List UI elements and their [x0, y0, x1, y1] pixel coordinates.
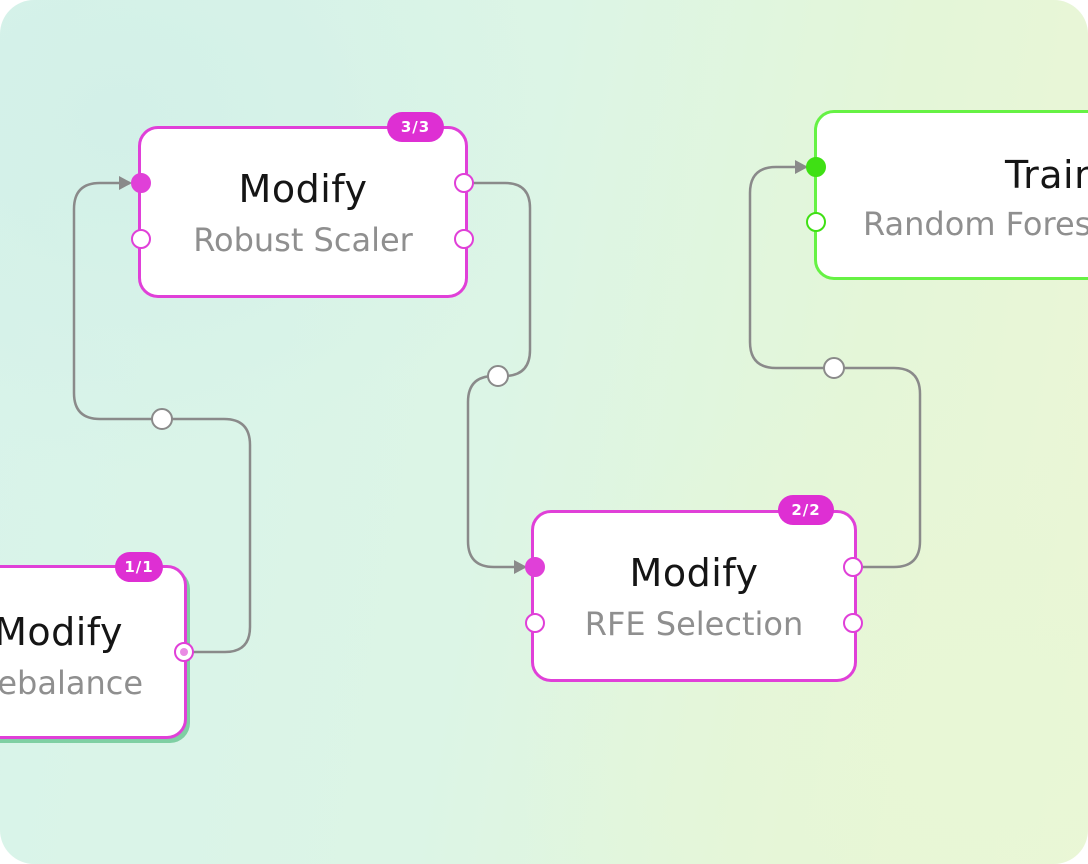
- edge-arrow-head: [514, 560, 527, 574]
- input-port[interactable]: [525, 613, 545, 633]
- output-port[interactable]: [454, 229, 474, 249]
- edge-handle[interactable]: [823, 357, 845, 379]
- node-title: Modify: [238, 167, 368, 211]
- output-port[interactable]: [174, 642, 194, 662]
- edge-arrow-head: [119, 176, 132, 190]
- node-count-badge: 1/1: [115, 552, 163, 582]
- node-title: Modify: [629, 551, 759, 595]
- input-port[interactable]: [525, 557, 545, 577]
- input-port[interactable]: [806, 157, 826, 177]
- node-title: Train: [1005, 153, 1088, 197]
- node-title: Modify: [0, 610, 123, 654]
- input-port[interactable]: [131, 229, 151, 249]
- node-count-badge: 3/3: [387, 112, 444, 142]
- input-port[interactable]: [131, 173, 151, 193]
- edge-arrow-head: [795, 160, 808, 174]
- edge-handle[interactable]: [151, 408, 173, 430]
- output-port[interactable]: [843, 613, 863, 633]
- node-rfe-selection[interactable]: Modify RFE Selection: [531, 510, 857, 682]
- edge-handle[interactable]: [487, 365, 509, 387]
- node-subtitle: RFE Selection: [584, 605, 804, 643]
- node-subtitle: Robust Scaler: [193, 221, 413, 259]
- input-port[interactable]: [806, 212, 826, 232]
- node-count-badge: 2/2: [778, 495, 834, 525]
- output-port[interactable]: [843, 557, 863, 577]
- node-train[interactable]: Train Random Forest: [814, 110, 1088, 280]
- node-robust-scaler[interactable]: Modify Robust Scaler: [138, 126, 468, 298]
- node-subtitle: Random Forest: [863, 205, 1088, 243]
- node-rebalance[interactable]: Modify ebalance: [0, 565, 187, 739]
- node-subtitle: ebalance: [0, 664, 143, 702]
- output-port[interactable]: [454, 173, 474, 193]
